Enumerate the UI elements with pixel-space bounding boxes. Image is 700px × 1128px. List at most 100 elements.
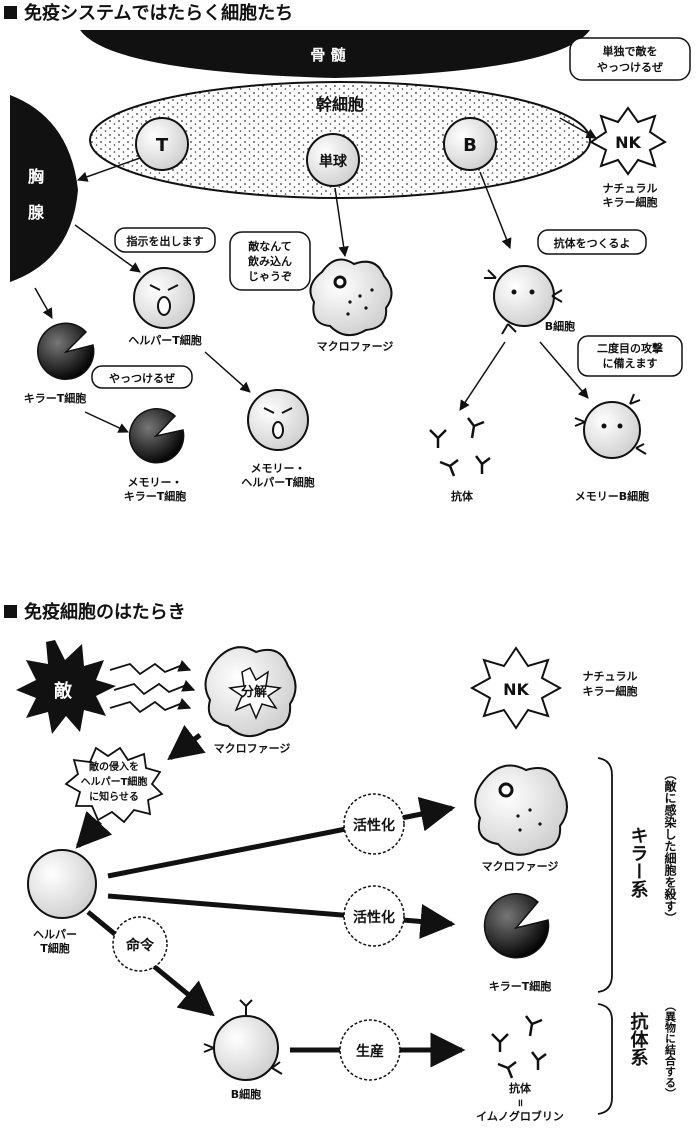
macro-name-top: マクロファージ bbox=[214, 742, 291, 755]
nk-star-2 bbox=[469, 646, 563, 730]
nk-speech-bubble bbox=[569, 37, 691, 81]
mem-b-name: メモリーB細胞 bbox=[575, 489, 649, 503]
helper-2-2: T細胞 bbox=[40, 941, 70, 955]
b-speech-bubble bbox=[537, 229, 647, 255]
nk-label-2: NK bbox=[503, 680, 529, 699]
arrow-bcell-memory bbox=[539, 341, 589, 399]
b-cell-origin bbox=[443, 117, 497, 171]
helper-t-cell bbox=[133, 267, 195, 329]
arrow-macro-notify bbox=[167, 724, 206, 761]
activate-burst-1 bbox=[343, 793, 405, 855]
killer-bracket bbox=[597, 757, 613, 993]
produce-burst bbox=[339, 1019, 401, 1081]
title-square-icon bbox=[4, 6, 17, 19]
nk-name-2-1: ナチュラル bbox=[583, 670, 638, 683]
antibody-note: （異物に結合する） bbox=[664, 1000, 678, 1099]
nk-speech-1: 単独で敵を bbox=[603, 44, 658, 58]
antibodies-2 bbox=[491, 1015, 547, 1079]
killer-speech-bubble bbox=[91, 365, 193, 389]
title-square-icon-2 bbox=[4, 605, 17, 618]
helper-name: ヘルパーT細胞 bbox=[128, 333, 202, 347]
mem-b-speech-2: に備えます bbox=[603, 356, 658, 370]
section1-title: 免疫システムではたらく細胞たち bbox=[24, 2, 293, 24]
killer-speech: やっつけるぜ bbox=[109, 372, 175, 385]
b-cell bbox=[484, 265, 563, 335]
arrow-bcell-antibody bbox=[459, 341, 506, 411]
thymus-label-2: 腺 bbox=[28, 203, 45, 222]
macro-speech-1: 敵なんて bbox=[248, 239, 291, 253]
nk-name-2-2: キラー細胞 bbox=[583, 684, 638, 698]
mem-helper-1: メモリー・ bbox=[251, 462, 306, 475]
mem-helper-2: ヘルパーT細胞 bbox=[241, 475, 315, 489]
notify-2: ヘルパーT細胞 bbox=[81, 775, 148, 788]
thymus bbox=[10, 95, 78, 282]
nk-name-2: キラー細胞 bbox=[603, 195, 658, 209]
notify-3: に知らせる bbox=[89, 790, 139, 803]
b-name: B細胞 bbox=[545, 319, 575, 333]
notify-burst bbox=[64, 746, 164, 824]
notify-1: 敵の侵入を bbox=[89, 760, 139, 773]
killer-name: キラーT細胞 bbox=[24, 391, 87, 405]
mem-killer-1: メモリー・ bbox=[128, 476, 183, 489]
thymus-label-1: 胸 bbox=[28, 167, 44, 186]
b-speech: 抗体をつくるよ bbox=[554, 236, 631, 250]
helper-2-1: ヘルパー bbox=[33, 928, 77, 941]
activate-burst-2 bbox=[343, 885, 405, 947]
macrophage-decompose bbox=[204, 646, 297, 737]
antibody-label: 抗体 bbox=[451, 489, 474, 503]
helper-t-cell-2 bbox=[27, 849, 97, 919]
nk-label: NK bbox=[615, 133, 641, 152]
helper-speech: 指示を出します bbox=[127, 234, 204, 248]
enemy-burst bbox=[16, 640, 116, 734]
arrow-helper-memory bbox=[204, 351, 251, 393]
memory-b-cell bbox=[574, 393, 647, 459]
arrow-thymus-killer bbox=[34, 287, 53, 319]
section-2: 免疫細胞のはたらき 敵 分解 マクロファージ NK ナチュラル キラー細胞 敵の… bbox=[4, 601, 677, 1123]
arrow-stem-nk bbox=[559, 117, 597, 139]
antibody-bracket bbox=[597, 1003, 613, 1115]
killer-t-cell bbox=[37, 322, 95, 380]
enemy-attack-arrows bbox=[109, 659, 196, 714]
arrow-b-bcell bbox=[479, 171, 512, 249]
arrow-notify-helper bbox=[75, 810, 113, 849]
bone-marrow bbox=[80, 30, 590, 78]
killer-name-2: キラーT細胞 bbox=[489, 979, 552, 993]
stem-cell-label: 幹細胞 bbox=[316, 95, 364, 114]
macro-name-2: マクロファージ bbox=[482, 860, 559, 873]
b-cell-label: B bbox=[463, 135, 477, 156]
enemy-label: 敵 bbox=[54, 680, 73, 702]
section2-title: 免疫細胞のはたらき bbox=[24, 601, 186, 623]
produce-label: 生産 bbox=[356, 1043, 384, 1060]
mem-killer-2: キラーT細胞 bbox=[124, 489, 187, 503]
arrow-thymus-helper bbox=[74, 224, 141, 273]
activate-label-1: 活性化 bbox=[353, 817, 395, 834]
b-name-2: B細胞 bbox=[231, 1087, 261, 1101]
killer-note: （敵に感染した細胞を殺す） bbox=[663, 768, 677, 924]
antibody-system: 抗体系 bbox=[628, 1011, 649, 1066]
macro-speech-3: じゃうぞ bbox=[248, 270, 292, 283]
antibodies bbox=[429, 417, 491, 477]
nk-name-1: ナチュラル bbox=[603, 182, 658, 195]
mem-b-speech-bubble bbox=[577, 335, 683, 377]
antibody-2-1: 抗体 bbox=[509, 1081, 532, 1095]
helper-speech-bubble bbox=[114, 227, 216, 253]
decompose-label: 分解 bbox=[241, 684, 267, 700]
memory-helper-t-cell bbox=[247, 389, 309, 451]
nk-star bbox=[589, 106, 667, 176]
macrophage-cell bbox=[309, 258, 393, 337]
command-label: 命令 bbox=[125, 937, 155, 954]
t-cell-origin bbox=[135, 117, 189, 171]
command-burst bbox=[112, 916, 168, 972]
b-cell-2 bbox=[203, 999, 283, 1081]
bone-marrow-label: 骨 髄 bbox=[310, 46, 346, 64]
macrophage-activated bbox=[474, 764, 568, 856]
t-cell-label: T bbox=[156, 135, 169, 156]
arrow-t-thymus bbox=[77, 157, 141, 182]
macro-name: マクロファージ bbox=[317, 340, 394, 353]
antibody-2-2: イムノグロブリン bbox=[476, 1109, 564, 1123]
nk-speech-2: やっつけるぜ bbox=[597, 61, 663, 74]
memory-killer-t-cell bbox=[128, 408, 185, 464]
arrow-killer-memory bbox=[84, 411, 129, 433]
mem-b-speech-1: 二度目の攻撃 bbox=[597, 341, 663, 355]
